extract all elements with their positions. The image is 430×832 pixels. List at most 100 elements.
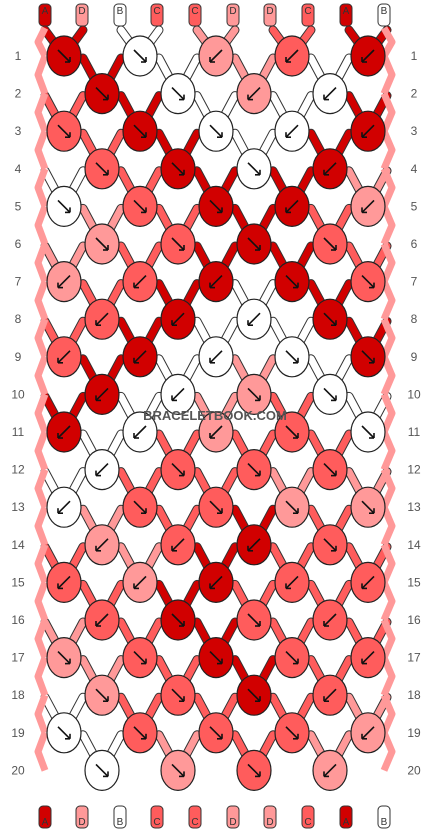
knot (160, 373, 196, 415)
edge-strand (380, 618, 396, 659)
row-label-left: 7 (15, 275, 22, 289)
row-label-right: 3 (411, 124, 418, 138)
knot (198, 185, 234, 227)
edge-strand (380, 355, 396, 396)
arrow-down-left-icon (133, 425, 147, 439)
strand-tab-bottom (38, 805, 52, 829)
knot-grid (46, 35, 386, 792)
knot (122, 110, 158, 152)
arrow-down-right-icon (361, 275, 375, 289)
knot (198, 336, 234, 378)
knot (274, 486, 310, 528)
arrow-down-right-icon (247, 763, 261, 777)
knot (198, 561, 234, 604)
knot (160, 72, 196, 115)
knot (122, 261, 158, 303)
edge-strand (34, 129, 49, 171)
row-label-left: 16 (11, 613, 25, 627)
knot (312, 72, 348, 115)
arrow-down-left-icon (209, 49, 223, 63)
arrow-down-right-icon (57, 49, 71, 63)
row-label-right: 11 (408, 425, 421, 439)
knot (350, 561, 386, 604)
knot (46, 185, 82, 227)
arrow-down-right-icon (323, 237, 337, 251)
arrow-down-right-icon (209, 726, 223, 740)
row-label-right: 10 (407, 387, 421, 401)
edge-strand (380, 468, 396, 509)
strand-tab-bottom (75, 805, 89, 829)
knot (122, 336, 158, 378)
strand-label-bottom: B (117, 817, 124, 828)
arrow-down-left-icon (209, 275, 223, 289)
knot (312, 674, 348, 716)
knot (198, 636, 234, 679)
row-label-right: 17 (407, 651, 421, 665)
edge-strand (34, 543, 49, 584)
strand-tab-top (38, 3, 52, 27)
arrow-down-right-icon (361, 350, 375, 364)
knot (350, 110, 386, 152)
edge-strand (380, 26, 396, 58)
knot (312, 148, 348, 190)
edge-strand (380, 505, 396, 547)
arrow-down-left-icon (133, 350, 147, 364)
row-label-left: 9 (15, 350, 22, 364)
knot (350, 261, 386, 303)
knot (198, 261, 234, 303)
knot (122, 486, 158, 528)
arrow-down-left-icon (171, 387, 185, 401)
arrow-down-right-icon (57, 651, 71, 665)
arrow-down-left-icon (323, 162, 337, 176)
arrow-down-right-icon (171, 162, 185, 176)
row-label-left: 5 (15, 199, 22, 213)
knot (350, 486, 386, 528)
arrow-down-left-icon (323, 763, 337, 777)
strand-label-top: A (343, 6, 350, 17)
arrow-down-left-icon (247, 312, 261, 326)
strand-label-top: A (42, 6, 49, 17)
knot (312, 373, 348, 415)
strand-tab-top (226, 3, 240, 27)
knot (236, 148, 272, 190)
row-label-right: 2 (411, 87, 418, 101)
arrow-down-left-icon (361, 651, 375, 665)
knot (350, 712, 386, 754)
row-label-left: 19 (11, 726, 25, 740)
edge-strand (380, 731, 396, 772)
strand-tab-bottom (263, 805, 277, 829)
edge-strand (380, 581, 396, 622)
knot (46, 712, 82, 754)
knot (46, 486, 82, 528)
row-label-left: 4 (15, 162, 22, 176)
knot (350, 185, 386, 227)
arrow-down-right-icon (95, 237, 109, 251)
knot (198, 35, 234, 77)
knot (46, 411, 82, 453)
row-label-right: 13 (407, 500, 421, 514)
arrow-down-right-icon (323, 312, 337, 326)
arrow-down-right-icon (133, 124, 147, 138)
row-label-right: 4 (411, 162, 418, 176)
knot (274, 336, 310, 378)
knot (84, 373, 120, 415)
knot (160, 449, 196, 491)
knot (84, 298, 120, 340)
edge-strand (34, 355, 49, 396)
arrow-down-left-icon (209, 425, 223, 439)
strand-label-bottom: C (153, 817, 160, 828)
arrow-down-left-icon (285, 575, 299, 589)
arrow-down-left-icon (247, 87, 261, 101)
arrow-down-left-icon (95, 613, 109, 627)
knot (46, 35, 82, 77)
arrow-down-left-icon (285, 199, 299, 213)
arrow-down-right-icon (133, 199, 147, 213)
row-label-right: 1 (411, 49, 418, 63)
knot (160, 524, 196, 566)
strand-tab-top (263, 3, 277, 27)
watermark: BRACELETBOOK.COM (143, 408, 287, 423)
arrow-down-right-icon (95, 688, 109, 702)
row-label-left: 8 (15, 312, 22, 326)
knot (122, 636, 158, 679)
